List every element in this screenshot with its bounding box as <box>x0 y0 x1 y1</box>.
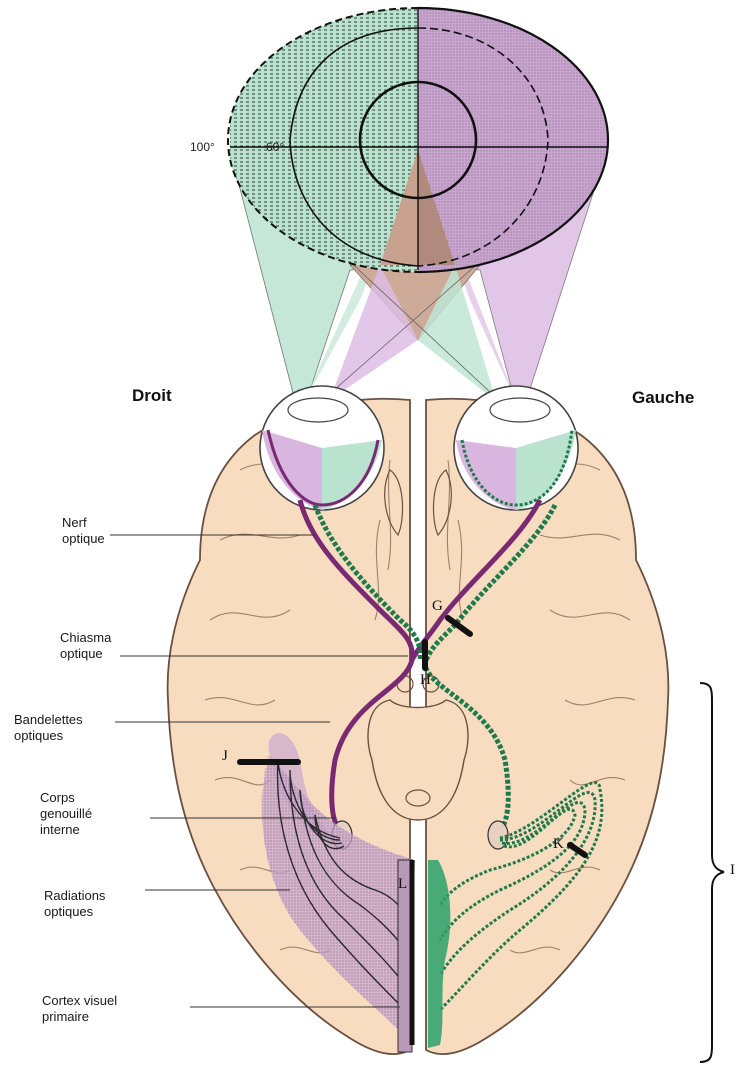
label-bandelettes-optiques: Bandelettes optiques <box>14 712 83 744</box>
visual-field <box>228 8 608 272</box>
degree-100-label: 100° <box>190 140 215 154</box>
label-radiations-optiques: Radiations optiques <box>44 888 105 920</box>
left-eye <box>454 386 578 510</box>
lesion-letter-I: I <box>730 862 735 879</box>
side-label-left: Gauche <box>632 388 694 408</box>
lesion-letter-J: J <box>222 748 228 765</box>
lesion-letter-H: H <box>420 672 431 689</box>
label-chiasma-optique: Chiasma optique <box>60 630 111 662</box>
label-corps-genouille-interne: Corps genouillé interne <box>40 790 92 838</box>
side-label-right: Droit <box>132 386 172 406</box>
brain <box>168 399 669 1054</box>
label-cortex-visuel-primaire: Cortex visuel primaire <box>42 993 117 1025</box>
lesion-letter-K: K <box>553 836 564 853</box>
lesion-letter-L: L <box>398 876 407 893</box>
lesion-letter-G: G <box>432 598 443 615</box>
brace-I <box>700 683 724 1062</box>
degree-60-label: 60° <box>266 140 284 154</box>
label-nerf-optique: Nerf optique <box>62 515 105 547</box>
right-eye <box>260 386 384 510</box>
